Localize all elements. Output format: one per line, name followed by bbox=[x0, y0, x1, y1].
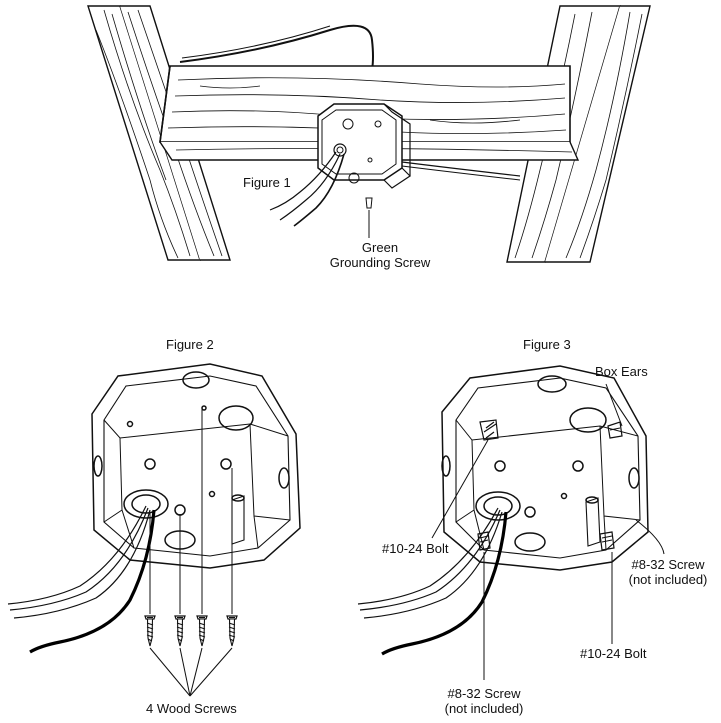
grounding-screw-label-line1: Green bbox=[361, 240, 399, 255]
figure1-art bbox=[87, 5, 651, 263]
figure3-art bbox=[357, 365, 665, 680]
figure2-title: Figure 2 bbox=[166, 337, 214, 352]
grounding-screw-label-line2: Grounding Screw bbox=[329, 255, 431, 270]
screw-right-label-line2: (not included) bbox=[628, 572, 708, 587]
wood-screw bbox=[226, 615, 238, 647]
wood-screw bbox=[144, 615, 156, 647]
screw-right-label: #8-32 Screw (not included) bbox=[618, 557, 718, 587]
figure3-title: Figure 3 bbox=[523, 337, 571, 352]
wood-screw bbox=[174, 615, 186, 647]
box-ears-label: Box Ears bbox=[595, 364, 648, 379]
bolt-bottom-label: #10-24 Bolt bbox=[580, 646, 647, 661]
grounding-screw-label: Green Grounding Screw bbox=[320, 240, 440, 270]
wood-screws-label: 4 Wood Screws bbox=[146, 701, 237, 716]
wood-screw bbox=[196, 615, 208, 647]
figure2-art bbox=[7, 363, 301, 697]
screw-bottom-label-line1: #8-32 Screw bbox=[447, 686, 521, 701]
screw-bottom-label: #8-32 Screw (not included) bbox=[434, 686, 534, 716]
bolt-left-label: #10-24 Bolt bbox=[382, 541, 449, 556]
figure1-title: Figure 1 bbox=[243, 175, 291, 190]
screw-bottom-label-line2: (not included) bbox=[444, 701, 524, 716]
screw-right-label-line1: #8-32 Screw bbox=[631, 557, 705, 572]
